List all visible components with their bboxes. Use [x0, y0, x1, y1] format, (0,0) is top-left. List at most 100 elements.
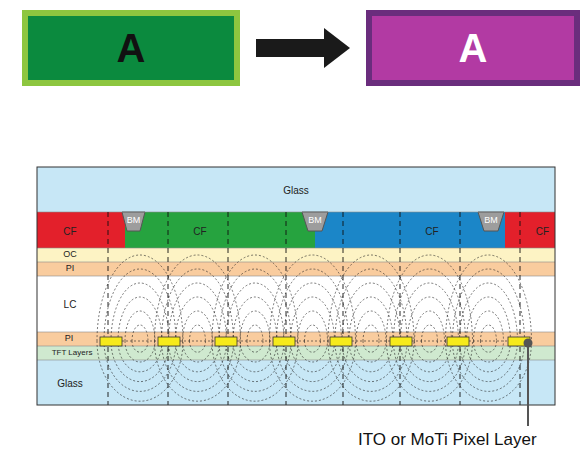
- color-filter: CF: [407, 222, 457, 240]
- field-line: [190, 341, 206, 352]
- field-line: [446, 255, 532, 341]
- field-line: [183, 311, 213, 341]
- glass-layer: Glass: [40, 372, 100, 394]
- field-line: [453, 341, 525, 391]
- node-label: BM: [306, 216, 324, 226]
- field-line: [233, 341, 277, 372]
- pi-band-bottom: [37, 332, 555, 346]
- cf-red-right: [505, 212, 555, 248]
- arrow-shaft: [256, 39, 324, 57]
- oc-band: [37, 248, 555, 262]
- field-line: [467, 341, 511, 372]
- field-line: [295, 341, 330, 342]
- field-line: [219, 341, 291, 391]
- field-line: [408, 297, 452, 341]
- divider-line: [343, 212, 344, 405]
- pixel-divider-lines: [108, 212, 520, 405]
- node-label: A: [115, 26, 148, 70]
- field-line: [481, 325, 497, 341]
- field-line: [176, 297, 220, 341]
- field-line: [212, 341, 298, 401]
- pixel-electrode: [330, 337, 352, 346]
- black-matrix: BM: [122, 213, 145, 229]
- node-label: LC: [62, 299, 79, 310]
- field-line: [118, 297, 162, 341]
- pixel-electrode: [158, 337, 180, 346]
- pixel-electrode: [390, 337, 412, 346]
- node-label: CF: [191, 226, 208, 237]
- field-line: [335, 269, 407, 341]
- field-line: [349, 297, 393, 341]
- node-label: BM: [482, 216, 500, 226]
- field-line: [226, 283, 284, 341]
- field-lines: [97, 255, 532, 401]
- field-line: [162, 269, 234, 341]
- field-line: [446, 341, 532, 401]
- field-line: [240, 341, 270, 362]
- leader-dot: [524, 339, 533, 348]
- field-line: [97, 255, 183, 341]
- field-line: [415, 341, 445, 362]
- panel-outline: [37, 167, 555, 405]
- field-line: [356, 311, 386, 341]
- field-line: [169, 283, 227, 341]
- block-arrow: [256, 28, 350, 68]
- field-line: [394, 269, 466, 341]
- field-line: [394, 341, 466, 391]
- node-label: PI: [64, 264, 77, 274]
- black-matrix: BM: [302, 213, 328, 229]
- field-line: [219, 269, 291, 341]
- glass-bottom-band: [37, 360, 555, 405]
- field-line: [460, 341, 518, 382]
- field-line: [422, 325, 438, 341]
- cf-red-left: [37, 212, 125, 248]
- field-line: [233, 297, 277, 341]
- field-line: [460, 283, 518, 341]
- overcoat-layer: OC: [40, 249, 100, 261]
- field-line: [284, 283, 342, 341]
- tft-layer: TFT Layers: [38, 347, 106, 359]
- field-line: [240, 311, 270, 341]
- field-line: [469, 341, 508, 342]
- field-line: [277, 269, 349, 341]
- field-line: [422, 341, 438, 352]
- field-line: [335, 341, 407, 391]
- pixel-electrode: [100, 337, 122, 346]
- pixel-electrode: [215, 337, 237, 346]
- polyimide-layer: PI: [40, 333, 98, 345]
- field-line: [467, 297, 511, 341]
- pixel-electrode: [447, 337, 469, 346]
- field-line: [122, 341, 158, 342]
- node-label: BM: [125, 216, 143, 226]
- field-line: [162, 341, 234, 391]
- black-matrix: BM: [478, 213, 504, 229]
- field-line: [415, 311, 445, 341]
- color-filter: CF: [530, 222, 555, 240]
- field-line: [363, 325, 379, 341]
- divider-line: [228, 212, 229, 405]
- glass-layer: Glass: [250, 178, 342, 202]
- field-line: [474, 341, 504, 362]
- field-line: [401, 283, 459, 341]
- node-label: A: [457, 26, 490, 70]
- field-line: [408, 341, 452, 372]
- color-filter: CF: [45, 222, 95, 240]
- liquid-crystal-layer: LC: [40, 290, 100, 318]
- color-filter: CF: [175, 222, 225, 240]
- divider-line: [108, 212, 109, 405]
- field-line: [298, 341, 328, 362]
- color-box: A: [366, 10, 580, 86]
- pixel-electrodes: [100, 337, 530, 346]
- field-line: [247, 341, 263, 352]
- lc-band: [37, 276, 555, 332]
- pixel-electrode: [273, 337, 295, 346]
- field-line: [183, 341, 213, 362]
- field-line: [453, 269, 525, 341]
- callout-label: ITO or MoTi Pixel Layer: [358, 430, 537, 450]
- field-line: [132, 325, 148, 341]
- field-line: [104, 341, 176, 391]
- node-label: CF: [423, 226, 440, 237]
- field-line: [176, 341, 220, 372]
- glass-top-band: [37, 167, 555, 212]
- field-line: [97, 341, 183, 401]
